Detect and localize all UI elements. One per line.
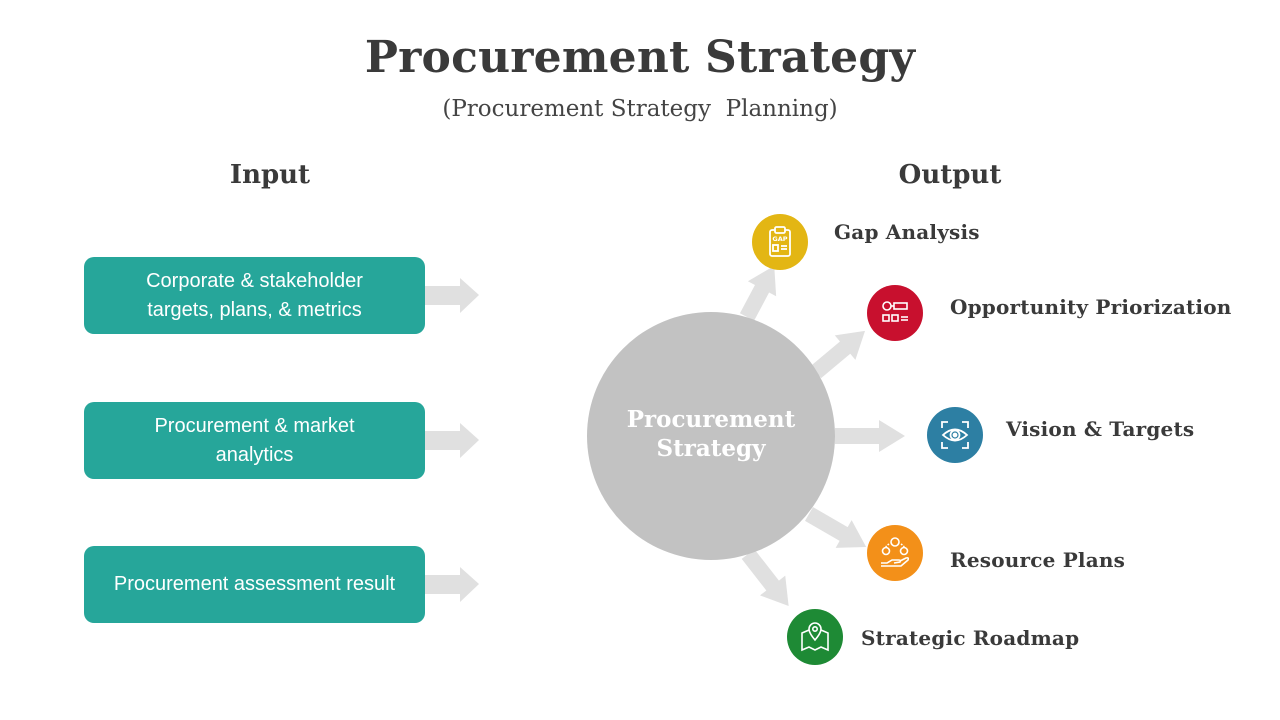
input-box-assessment-result: Procurement assessment result — [84, 546, 425, 623]
output-label-resource-plans: Resource Plans — [950, 548, 1126, 572]
output-arrow-1 — [810, 330, 866, 379]
output-label-vision-targets: Vision & Targets — [1006, 417, 1195, 441]
input-box-text-line1: Procurement & market — [154, 414, 355, 437]
hand-resources-icon — [867, 525, 923, 581]
map-pin-icon — [787, 609, 843, 665]
output-label-opportunity-priorization: Opportunity Priorization — [950, 295, 1232, 319]
output-label-strategic-roadmap: Strategic Roadmap — [861, 626, 1080, 650]
input-arrow-0 — [425, 278, 479, 313]
input-box-text-line1: Corporate & stakeholder — [146, 269, 363, 292]
clipboard-icon-text: GAP — [772, 235, 787, 243]
page-title: Procurement Strategy — [364, 32, 916, 83]
input-box-text-line2: analytics — [215, 443, 294, 466]
input-box-market-analytics: Procurement & market analytics — [84, 402, 425, 479]
input-heading: Input — [229, 160, 311, 190]
output-arrow-2 — [835, 420, 905, 452]
list-priority-icon — [867, 285, 923, 341]
output-arrow-3 — [805, 507, 867, 548]
input-box-text-line1: Procurement assessment result — [113, 573, 396, 595]
page-subtitle: (Procurement Strategy Planning) — [442, 96, 838, 122]
input-box-corporate-targets: Corporate & stakeholder targets, plans, … — [84, 257, 425, 334]
input-box-text-line2: targets, plans, & metrics — [147, 298, 362, 321]
input-arrow-1 — [425, 423, 479, 458]
eye-target-icon — [927, 407, 983, 463]
hub-circle — [587, 312, 835, 560]
input-arrow-2 — [425, 567, 479, 602]
hub-label: Procurement Strategy — [587, 405, 835, 463]
output-label-gap-analysis: Gap Analysis — [834, 220, 980, 244]
output-arrow-4 — [741, 549, 789, 607]
hub-label-line1: Procurement — [626, 406, 796, 433]
clipboard-icon: GAP — [752, 214, 808, 270]
output-arrow-0 — [739, 265, 777, 321]
output-heading: Output — [898, 160, 1002, 190]
hub-label-line2: Strategy — [656, 435, 766, 462]
